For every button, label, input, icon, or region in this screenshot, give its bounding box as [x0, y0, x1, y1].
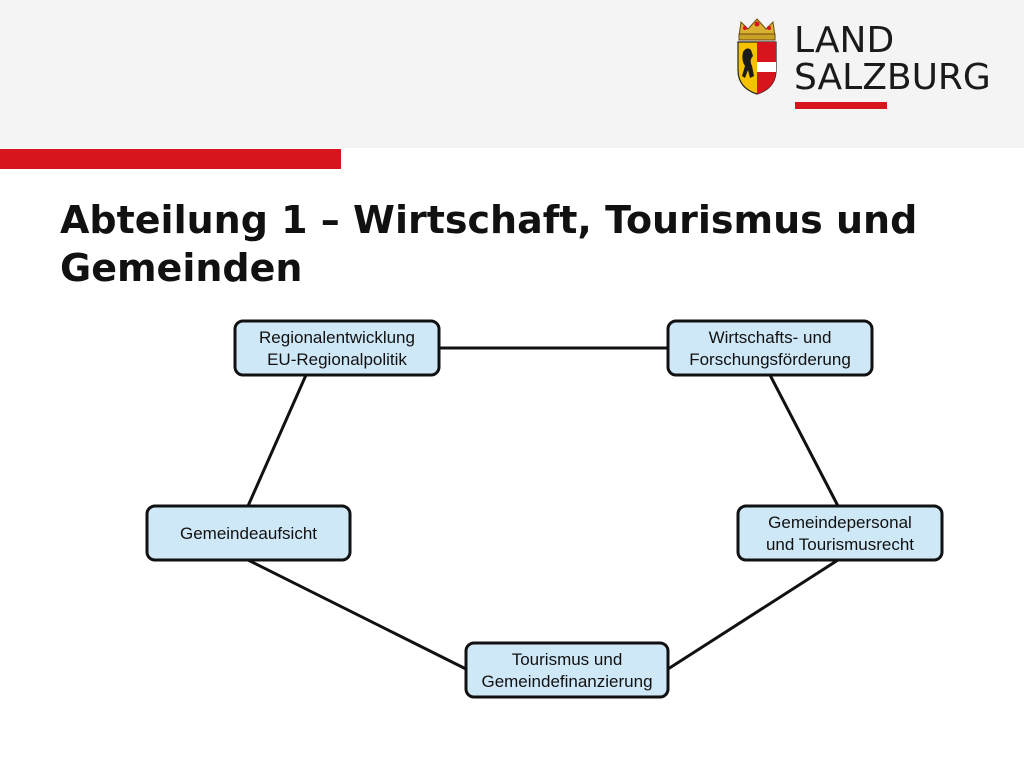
edge-tourismus-aufsicht	[247, 558, 467, 671]
edge-wirtschaft-personal	[768, 374, 840, 507]
logo-wordmark: LAND SALZBURG	[794, 22, 991, 96]
node-box-wirtschaft	[666, 319, 874, 377]
node-box-aufsicht	[145, 504, 352, 562]
edge-aufsicht-regional	[246, 374, 308, 507]
node-label-tourismus-1: Gemeindefinanzierung	[481, 672, 652, 691]
logo-line-land: LAND	[794, 20, 895, 61]
node-personal: Gemeindepersonal und Tourismusrecht	[736, 504, 944, 562]
logo-line-salzburg: SALZBURG	[794, 57, 991, 98]
page-title: Abteilung 1 – Wirtschaft, Tourismus und …	[60, 198, 918, 290]
node-box-personal	[736, 504, 944, 562]
node-label-aufsicht-0: Gemeindeaufsicht	[180, 524, 317, 543]
logo-underline	[795, 102, 887, 109]
header-band	[0, 0, 1024, 148]
salzburg-coat-of-arms-icon	[737, 18, 777, 95]
node-label-regional-1: EU-Regionalpolitik	[267, 350, 407, 369]
node-label-regional-0: Regionalentwicklung	[259, 328, 415, 347]
node-label-tourismus-0: Tourismus und	[512, 650, 623, 669]
node-label-personal-0: Gemeindepersonal	[768, 513, 912, 532]
node-label-wirtschaft-1: Forschungsförderung	[689, 350, 851, 369]
edge-personal-tourismus	[667, 558, 839, 671]
node-label-wirtschaft-0: Wirtschafts- und	[709, 328, 832, 347]
node-box-regional	[233, 319, 441, 377]
diagram-edges	[246, 346, 840, 671]
land-salzburg-logo: LAND SALZBURG	[733, 16, 1003, 116]
node-box-tourismus	[464, 641, 670, 699]
node-label-personal-1: und Tourismusrecht	[766, 535, 914, 554]
red-accent-stripe	[0, 149, 341, 169]
node-aufsicht: Gemeindeaufsicht	[145, 504, 352, 562]
